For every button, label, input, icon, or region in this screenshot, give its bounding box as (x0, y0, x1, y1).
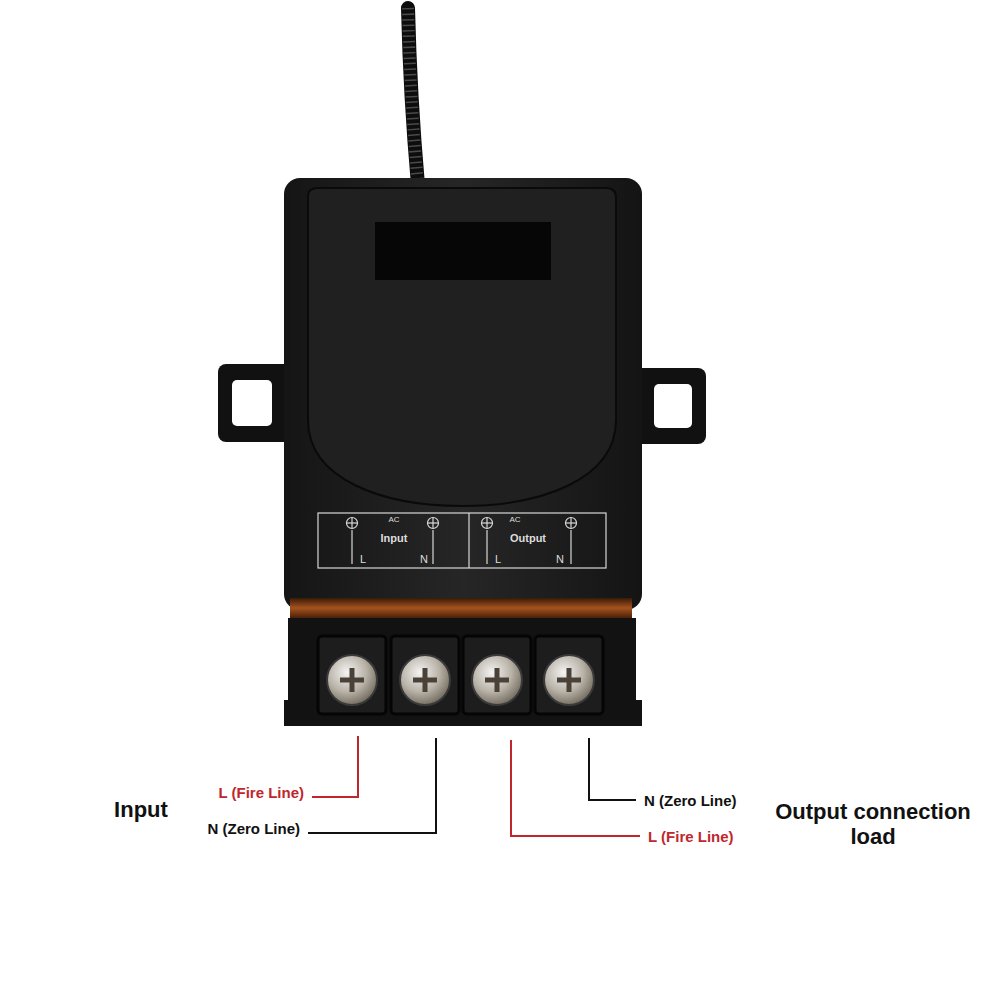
wire-label: N (Zero Line) (644, 792, 737, 809)
terminal-label-panel (318, 513, 606, 568)
pin-name: L (495, 553, 501, 566)
relay-housing (284, 178, 642, 610)
wire-leader (308, 736, 640, 836)
wire-label: N (Zero Line) (208, 820, 301, 837)
group-label: Output connection load (757, 799, 989, 850)
panel-text: AC (388, 515, 399, 524)
wire-label: L (Fire Line) (218, 784, 304, 801)
terminal-block (284, 618, 642, 726)
pin-name: N (556, 553, 564, 566)
pin-name: L (360, 553, 366, 566)
housing-cover (308, 188, 616, 506)
panel-text: AC (509, 515, 520, 524)
terminal-screw (327, 655, 594, 705)
antenna-wire (408, 8, 418, 185)
terminal-strip (290, 598, 632, 618)
wire-label: L (Fire Line) (648, 828, 734, 845)
panel-text: Input (381, 532, 408, 545)
pin-name: N (420, 553, 428, 566)
panel-text: Output (510, 532, 546, 545)
group-label: Input (114, 797, 168, 822)
display-window (375, 222, 551, 280)
